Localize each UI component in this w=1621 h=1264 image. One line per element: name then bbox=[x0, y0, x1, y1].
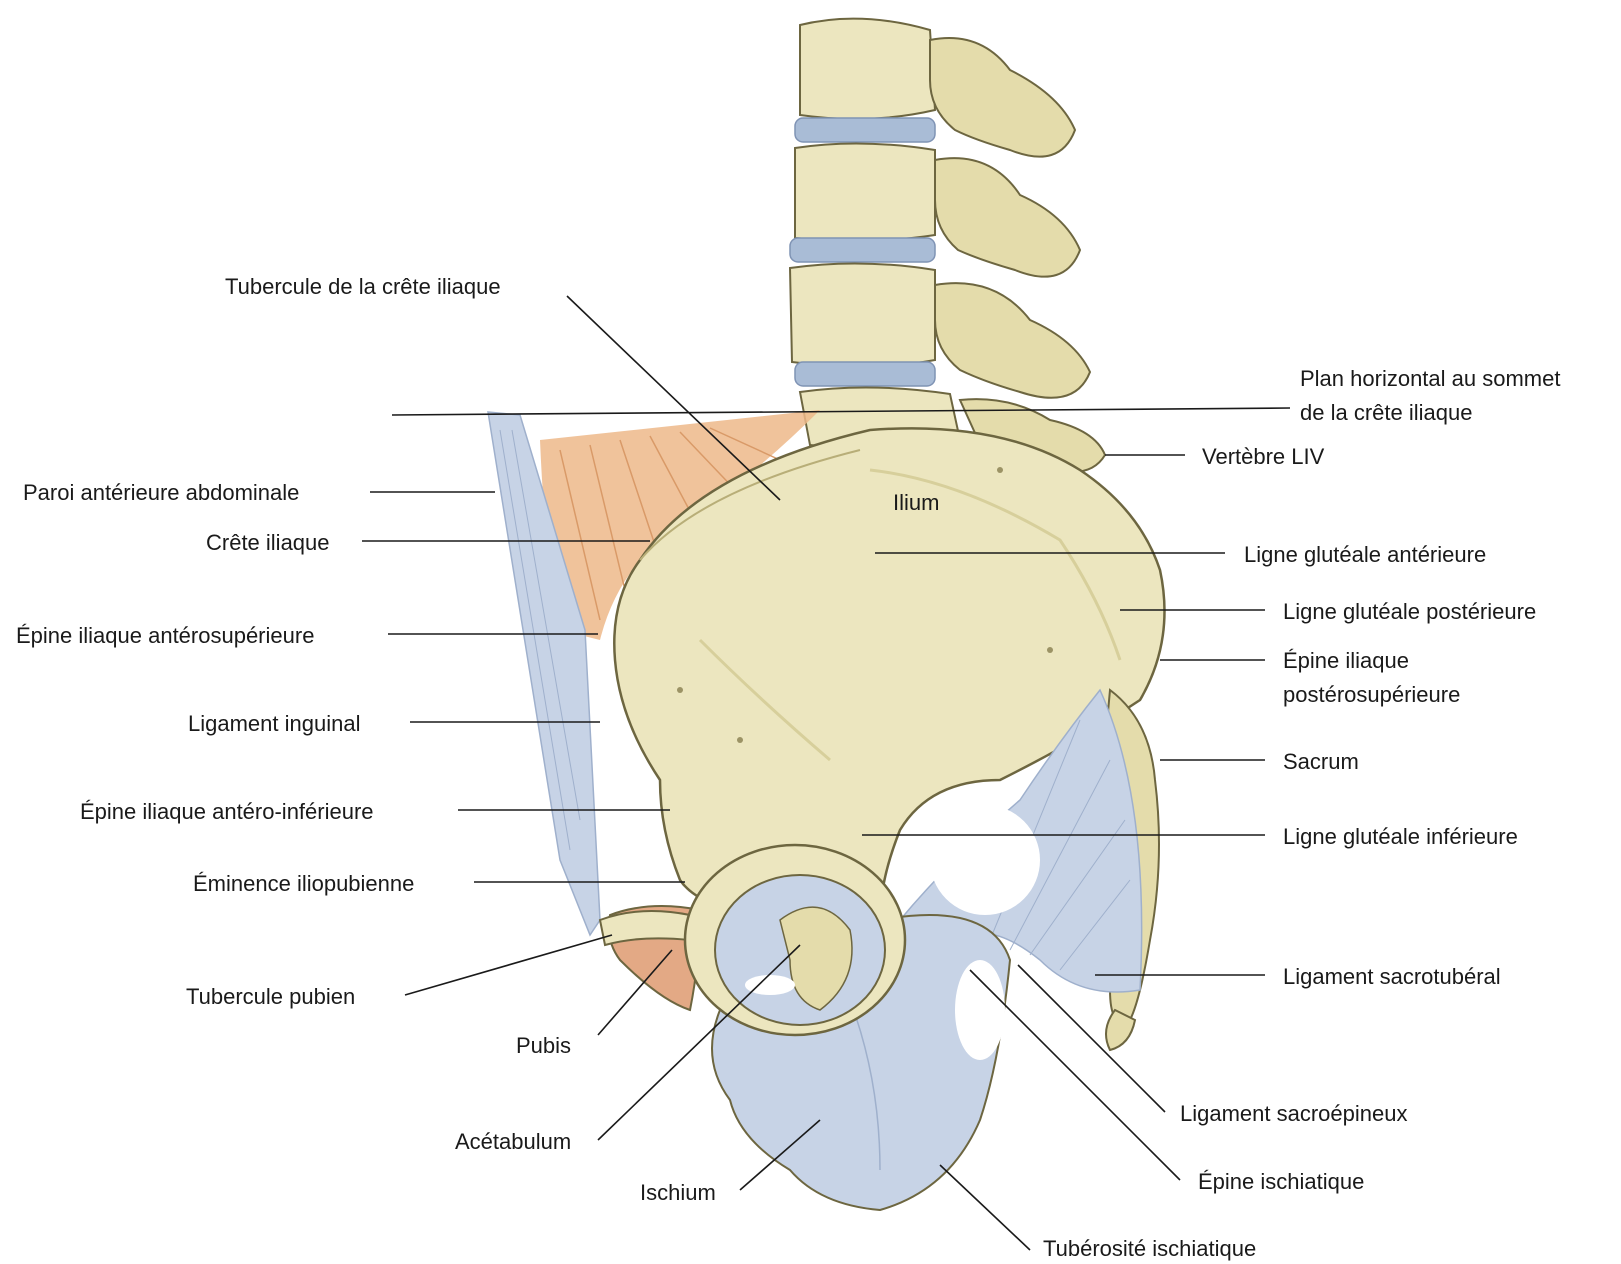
label-ligne-ant: Ligne glutéale antérieure bbox=[1244, 542, 1486, 567]
label-ligne-post: Ligne glutéale postérieure bbox=[1283, 599, 1536, 624]
label-pubis: Pubis bbox=[516, 1033, 571, 1058]
label-ligne-inf: Ligne glutéale inférieure bbox=[1283, 824, 1518, 849]
obturator-opening bbox=[745, 975, 795, 995]
label-tubercule-crete: Tubercule de la crête iliaque bbox=[225, 274, 501, 299]
label-epine-ischiatique: Épine ischiatique bbox=[1198, 1169, 1364, 1194]
label-eminence: Éminence iliopubienne bbox=[193, 871, 414, 896]
label-ischium: Ischium bbox=[640, 1180, 716, 1205]
intervertebral-disc bbox=[790, 238, 935, 262]
intervertebral-disc bbox=[795, 362, 935, 386]
lumbar-vertebrae bbox=[790, 19, 1105, 472]
label-ilium: Ilium bbox=[893, 490, 939, 515]
label-epine-ai: Épine iliaque antéro-inférieure bbox=[80, 799, 374, 824]
label-paroi: Paroi antérieure abdominale bbox=[23, 480, 299, 505]
label-lig-sacroepineux: Ligament sacroépineux bbox=[1180, 1101, 1407, 1126]
label-lig-inguinal: Ligament inguinal bbox=[188, 711, 360, 736]
leader-epine-ischiatique bbox=[970, 970, 1180, 1180]
label-plan-horizontal-1: Plan horizontal au sommet bbox=[1300, 366, 1560, 391]
label-tub-pubien: Tubercule pubien bbox=[186, 984, 355, 1009]
intervertebral-disc bbox=[795, 118, 935, 142]
label-sacrum: Sacrum bbox=[1283, 749, 1359, 774]
pubis-bone bbox=[600, 906, 700, 1010]
label-tuberosite: Tubérosité ischiatique bbox=[1043, 1236, 1256, 1261]
lesser-sciatic-opening bbox=[955, 960, 1005, 1060]
label-epine-ps-1: Épine iliaque bbox=[1283, 648, 1409, 673]
greater-sciatic-notch bbox=[930, 805, 1040, 915]
label-epine-as: Épine iliaque antérosupérieure bbox=[16, 623, 314, 648]
label-acetabulum: Acétabulum bbox=[455, 1129, 571, 1154]
leader-tuberosite bbox=[940, 1165, 1030, 1250]
acetabulum-socket bbox=[685, 845, 905, 1035]
label-epine-ps-2: postérosupérieure bbox=[1283, 682, 1460, 707]
label-vertebre-liv: Vertèbre LIV bbox=[1202, 444, 1325, 469]
label-lig-sacrotuberal: Ligament sacrotubéral bbox=[1283, 964, 1501, 989]
label-crete: Crête iliaque bbox=[206, 530, 330, 555]
leader-tub-pubien bbox=[405, 935, 612, 995]
label-plan-horizontal-2: de la crête iliaque bbox=[1300, 400, 1472, 425]
